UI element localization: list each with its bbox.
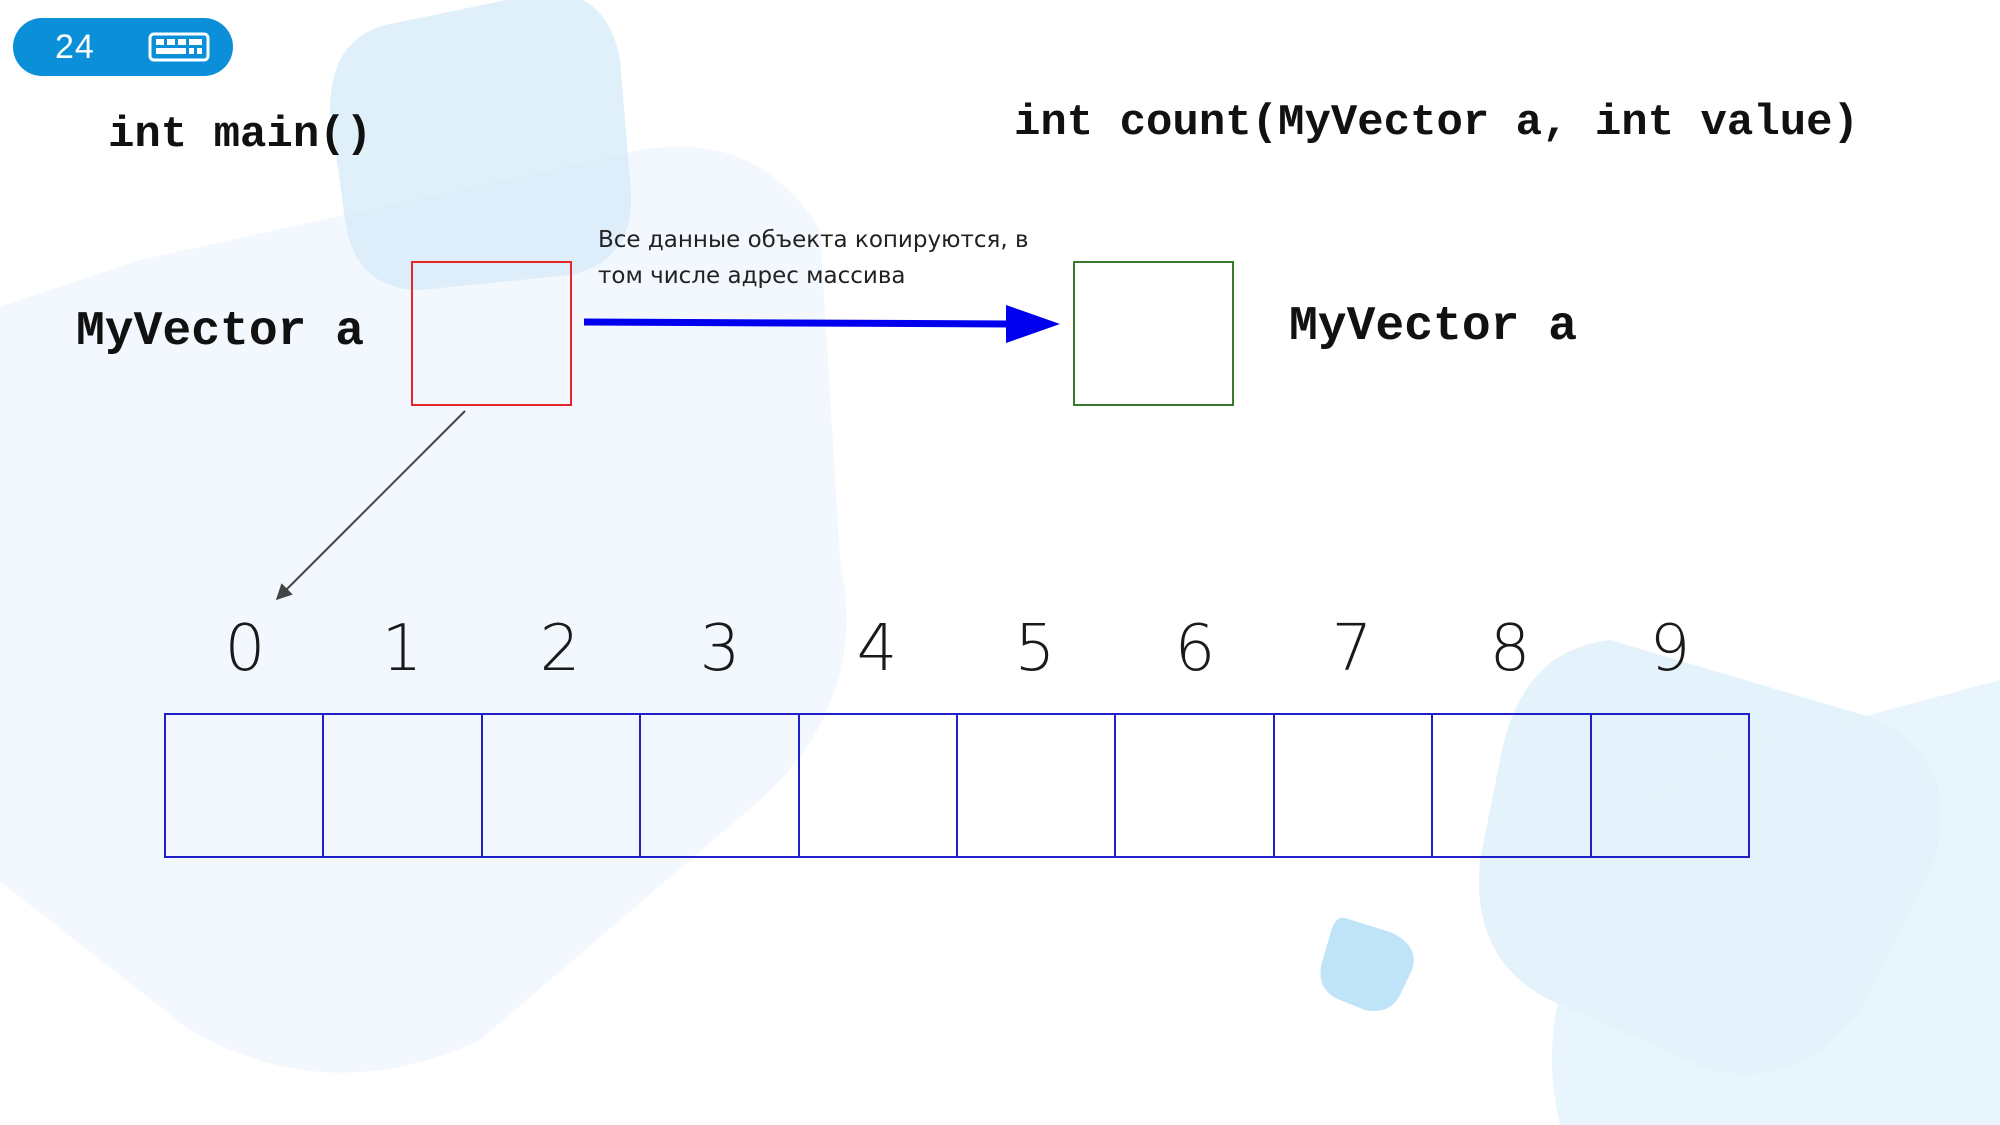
- copy-annotation: Все данные объекта копируются, в том чис…: [598, 227, 1029, 289]
- main-function-signature: int main(): [108, 110, 373, 160]
- bg-shape-right-2: [1552, 680, 2000, 1125]
- slide-number: 24: [55, 28, 95, 66]
- array-index: 8: [1489, 612, 1531, 686]
- array-cell: [166, 715, 325, 856]
- count-function-signature: int count(MyVector a, int value): [1014, 98, 1859, 148]
- array-index: 7: [1331, 612, 1373, 686]
- array-index: 5: [1014, 612, 1056, 686]
- callee-object-label: MyVector a: [1289, 300, 1578, 354]
- bg-shape-top: [330, 0, 632, 290]
- array-cell: [1116, 715, 1275, 856]
- array-index: 3: [699, 612, 741, 686]
- array-cell: [641, 715, 800, 856]
- array-cell: [958, 715, 1117, 856]
- array-cell: [800, 715, 959, 856]
- array-cell: [324, 715, 483, 856]
- array-cell: [1433, 715, 1592, 856]
- slide-number-badge: 24: [13, 18, 233, 76]
- array-index: 1: [381, 612, 423, 686]
- keyboard-icon: [148, 32, 210, 62]
- array-cell: [1592, 715, 1748, 856]
- array-cell: [1275, 715, 1434, 856]
- bg-shape-small: [1320, 917, 1414, 1011]
- caller-object-box: [411, 261, 572, 406]
- caller-object-label: MyVector a: [76, 305, 365, 359]
- array-index: 2: [539, 612, 581, 686]
- array-cell: [483, 715, 642, 856]
- array-index: 9: [1649, 612, 1691, 686]
- array-index: 6: [1174, 612, 1216, 686]
- bg-shape-large: [0, 146, 847, 1073]
- array-index: 0: [224, 612, 266, 686]
- callee-object-box: [1073, 261, 1234, 406]
- array-cells: [164, 713, 1750, 858]
- array-index: 4: [856, 612, 898, 686]
